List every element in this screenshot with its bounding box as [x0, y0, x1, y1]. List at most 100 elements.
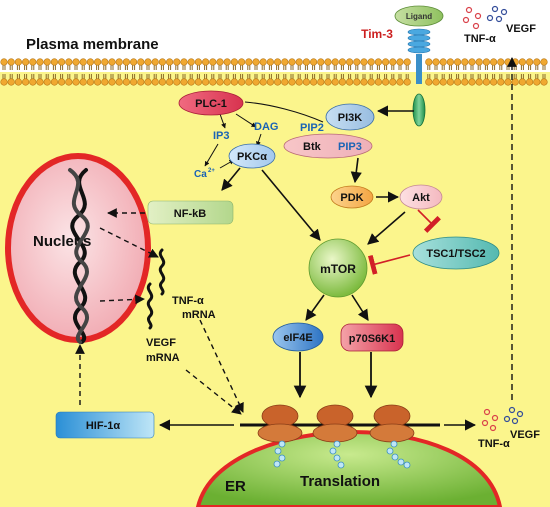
lipid-head: [482, 58, 491, 66]
lipid-tail: [31, 74, 35, 79]
lipid-tail: [470, 65, 474, 70]
node-mtor: mTOR: [308, 238, 368, 298]
membrane-label: Plasma membrane: [26, 36, 159, 53]
lipid-tail: [261, 65, 265, 70]
lipid-tail: [182, 74, 186, 79]
lipid-tail: [175, 65, 179, 70]
lipid-tail: [499, 74, 503, 79]
lipid-tail: [38, 74, 42, 79]
lipid-tail: [398, 65, 402, 70]
lipid-head: [403, 78, 411, 86]
lipid-head: [490, 58, 498, 66]
lipid-tail: [513, 74, 517, 79]
lipid-head: [115, 58, 123, 66]
lipid-tail: [333, 65, 337, 70]
lipid-tail: [110, 65, 114, 70]
lipid-tail: [247, 65, 251, 70]
lipid-head: [504, 78, 512, 86]
vegf-label-top: VEGF: [506, 23, 536, 35]
lipid-tail: [247, 74, 251, 79]
lipid-tail: [139, 74, 143, 79]
arrow-vegf-mrna-ribosome: [185, 369, 242, 415]
lipid-head: [360, 58, 368, 66]
node-hif1a: HIF-1α: [55, 411, 155, 439]
lipid-head: [482, 78, 491, 86]
lipid-tail: [204, 65, 208, 70]
lipid-tail: [45, 74, 49, 79]
lipid-tail: [520, 65, 524, 70]
lipid-head: [101, 78, 109, 86]
lipid-head: [403, 58, 411, 66]
lipid-tail: [405, 65, 409, 70]
vegf-mrna: VEGF mRNA: [146, 282, 180, 364]
lipid-head: [295, 58, 303, 66]
lipid-tail: [240, 65, 244, 70]
lipid-head: [187, 58, 195, 66]
lipid-tail: [463, 65, 467, 70]
lipid-tail: [124, 65, 128, 70]
lipid-tail: [16, 74, 20, 79]
lipid-head: [338, 58, 347, 66]
arrow-pkc-mtor: [261, 169, 321, 241]
plc1-label: PLC-1: [195, 98, 227, 110]
p70s6k1-label: p70S6K1: [349, 333, 395, 345]
lipid-head: [252, 58, 260, 66]
vegf-label-bottom: VEGF: [510, 429, 540, 441]
lipid-head: [202, 58, 210, 66]
lipid-tail: [146, 65, 150, 70]
inhibit-tsc-mtor: [368, 254, 411, 275]
pkca-label: PKCα: [237, 151, 267, 163]
lipid-tail: [376, 65, 380, 70]
lipid-head: [374, 58, 383, 66]
lipid-tail: [456, 65, 460, 70]
lipid-tail: [38, 65, 42, 70]
lipid-tail: [45, 65, 49, 70]
lipid-head: [302, 58, 311, 66]
lipid-tail: [139, 65, 143, 70]
lipid-head: [238, 58, 246, 66]
node-pkca: PKCα: [228, 143, 276, 169]
lipid-head: [93, 58, 102, 66]
lipid-tail: [499, 65, 503, 70]
lipid-tail: [477, 65, 481, 70]
lipid-tail: [384, 74, 388, 79]
lipid-tail: [348, 65, 352, 70]
receptor-stem: [416, 54, 422, 84]
lipid-head: [439, 78, 447, 86]
lipid-head: [461, 78, 469, 86]
lipid-head: [43, 58, 51, 66]
lipid-tail: [391, 65, 395, 70]
lipid-head: [79, 78, 87, 86]
lipid-tail: [448, 74, 452, 79]
lipid-tail: [542, 74, 546, 79]
lipid-head: [367, 78, 375, 86]
lipid-head: [245, 78, 253, 86]
lipid-tail: [189, 65, 193, 70]
secreted-factors-top: TNF-α VEGF: [462, 5, 536, 45]
lipid-head: [324, 58, 332, 66]
lipid-head: [173, 58, 181, 66]
arrow-ip3-ca: [204, 143, 219, 167]
lipid-tail: [398, 74, 402, 79]
tnf-mrna-strand: [158, 248, 166, 296]
lipid-tail: [369, 65, 373, 70]
eif4e-label: eIF4E: [283, 332, 312, 344]
lipid-tail: [456, 74, 460, 79]
lipid-tail: [153, 74, 157, 79]
lipid-head: [389, 58, 397, 66]
lipid-tail: [290, 65, 294, 70]
lipid-head: [331, 78, 339, 86]
arrow-pkc-nfkb: [221, 167, 241, 191]
lipid-head: [274, 78, 282, 86]
lipid-head: [194, 58, 202, 66]
arrow-akt-mtor: [367, 211, 406, 245]
lipid-tail: [110, 74, 114, 79]
lipid-tail: [513, 65, 517, 70]
hif1a-label: HIF-1α: [86, 420, 121, 432]
lipid-tail: [484, 74, 488, 79]
endoplasmic-reticulum: ER Translation: [195, 429, 503, 507]
line-plc-pip2: [244, 101, 324, 123]
lipid-tail: [132, 65, 136, 70]
lipid-head: [317, 78, 325, 86]
